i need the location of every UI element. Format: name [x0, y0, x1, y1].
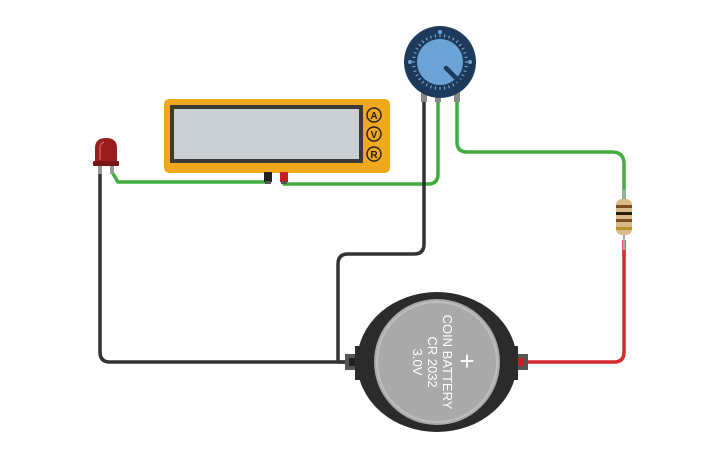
battery-label-line2: CR 2032 — [425, 336, 440, 387]
led-leg-anode — [110, 164, 114, 174]
led-highlight — [99, 141, 105, 160]
potentiometer-tick — [464, 65, 468, 68]
potentiometer-tick — [425, 37, 428, 41]
mode-label-v: V — [371, 130, 378, 141]
battery-label-group: COIN BATTERY CR 2032 3.0V — [410, 315, 455, 410]
battery-label-line3: 3.0V — [410, 349, 425, 376]
potentiometer-tick — [415, 47, 419, 50]
mode-label-r: R — [370, 150, 378, 161]
potentiometer-tick — [463, 51, 467, 54]
battery-polarity-plus: + — [459, 346, 474, 376]
potentiometer-tick — [425, 83, 428, 87]
resistor-band-2 — [616, 212, 632, 215]
potentiometer-tick — [429, 85, 432, 89]
potentiometer-tick — [434, 86, 437, 90]
potentiometer-mount-dot — [408, 60, 412, 64]
battery-label-line1: COIN BATTERY — [440, 315, 455, 410]
potentiometer-tick — [464, 56, 468, 59]
resistor[interactable] — [616, 190, 632, 250]
potentiometer-ticks — [412, 34, 468, 90]
potentiometer-tick — [448, 85, 451, 89]
mode-label-a: A — [370, 111, 377, 122]
battery-cell-rim — [376, 301, 498, 423]
multimeter-screen — [174, 109, 359, 159]
potentiometer-tick — [418, 43, 422, 47]
potentiometer-tick — [452, 37, 455, 41]
potentiometer-mount-dot — [468, 60, 472, 64]
potentiometer-tick — [452, 83, 455, 87]
resistor-band-4 — [616, 227, 632, 230]
potentiometer-tick — [443, 86, 446, 90]
potentiometer-tick — [443, 34, 446, 38]
potentiometer-tick — [434, 34, 437, 38]
potentiometer-tick — [455, 40, 459, 44]
probe-terminal-black[interactable] — [264, 172, 272, 184]
potentiometer[interactable] — [404, 26, 476, 102]
wire-pot-to-resistor[interactable] — [455, 100, 626, 200]
potentiometer-tick — [421, 80, 425, 84]
resistor-band-3 — [616, 219, 632, 222]
potentiometer-pin-right — [454, 86, 460, 102]
potentiometer-mount-dot — [438, 30, 442, 34]
wire-led-to-battery[interactable] — [98, 172, 352, 364]
led[interactable] — [93, 138, 119, 174]
battery-cell — [374, 299, 500, 425]
potentiometer-tick — [448, 35, 451, 39]
potentiometer-tick — [418, 77, 422, 81]
probe-terminal-red[interactable] — [280, 172, 288, 184]
potentiometer-tick — [415, 74, 419, 77]
led-leg-cathode — [98, 164, 102, 174]
potentiometer-tick — [412, 56, 416, 59]
wires — [98, 100, 626, 364]
mode-button-resistance[interactable]: R — [366, 146, 382, 162]
potentiometer-tick — [463, 70, 467, 73]
wire-led-to-meter[interactable] — [110, 171, 270, 184]
potentiometer-tick — [421, 40, 425, 44]
multimeter[interactable]: A V R — [164, 99, 390, 184]
potentiometer-pointer — [443, 65, 463, 85]
potentiometer-tick — [429, 35, 432, 39]
potentiometer-tick — [412, 65, 416, 68]
potentiometer-tick — [458, 43, 462, 47]
resistor-band-1 — [616, 205, 632, 208]
mode-button-amps[interactable]: A — [366, 107, 382, 123]
potentiometer-tick — [413, 70, 417, 73]
mode-button-volts[interactable]: V — [366, 126, 382, 142]
potentiometer-tick — [461, 74, 465, 77]
led-bulb — [95, 138, 117, 164]
coin-battery[interactable]: COIN BATTERY CR 2032 3.0V + — [345, 292, 528, 432]
wire-pot-to-battery[interactable] — [336, 100, 426, 364]
wire-resistor-to-battery[interactable] — [520, 240, 626, 364]
potentiometer-tick — [413, 51, 417, 54]
wire-meter-to-pot[interactable] — [282, 100, 440, 186]
led-rim — [93, 161, 119, 166]
potentiometer-tick — [461, 47, 465, 50]
